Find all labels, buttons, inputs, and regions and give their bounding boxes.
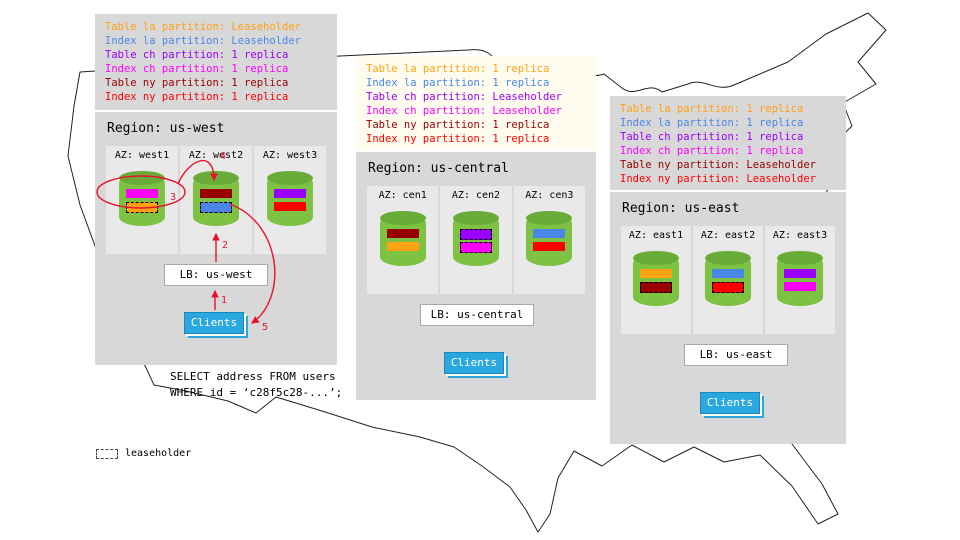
legend-entry: Table ch partition: 1 replica <box>620 131 804 143</box>
region-title: Region: us-central <box>368 161 509 176</box>
az-label: AZ: west1 <box>114 150 170 161</box>
az-west1: AZ: west1 <box>106 146 178 254</box>
database-node <box>119 171 165 226</box>
partition-bar <box>640 269 672 278</box>
legend-entry: Table ny partition: 1 replica <box>366 119 550 131</box>
az-row-west: AZ: west1 AZ: west2 AZ: west3 <box>106 146 326 254</box>
legend-entry: Table la partition: Leaseholder <box>105 21 301 33</box>
az-cen1: AZ: cen1 <box>367 186 439 294</box>
partition-bar <box>274 189 306 198</box>
database-node <box>705 251 751 306</box>
clients-box-us-east: Clients <box>700 392 760 414</box>
az-cen2: AZ: cen2 <box>440 186 512 294</box>
partition-bar <box>712 269 744 278</box>
legend-entry: Table la partition: 1 replica <box>620 103 804 115</box>
partition-bar <box>386 229 419 238</box>
sql-query-line2: WHERE id = ‘c28f5c28-...’; <box>170 386 343 399</box>
partition-bar <box>712 282 744 293</box>
load-balancer-us-central: LB: us-central <box>420 304 534 326</box>
legend-entry: Table ch partition: Leaseholder <box>366 91 562 103</box>
leaseholder-swatch-icon <box>96 448 118 459</box>
region-us-central: Region: us-central AZ: cen1 AZ: cen2 AZ:… <box>356 152 596 400</box>
legend-central: Table la partition: 1 replica Index la p… <box>356 56 596 150</box>
legend-entry: Index ch partition: 1 replica <box>620 145 804 157</box>
legend-entry: Index ch partition: Leaseholder <box>366 105 562 117</box>
clients-box-us-central: Clients <box>444 352 504 374</box>
az-label: AZ: east2 <box>700 230 756 241</box>
load-balancer-us-west: LB: us-west <box>164 264 268 286</box>
region-title: Region: us-east <box>622 201 740 216</box>
partition-bar <box>533 229 566 238</box>
az-row-east: AZ: east1 AZ: east2 AZ: east3 <box>621 226 835 334</box>
legend-entry: Index la partition: Leaseholder <box>105 35 301 47</box>
legend-entry: Table ny partition: Leaseholder <box>620 159 816 171</box>
load-balancer-us-east: LB: us-east <box>684 344 788 366</box>
az-label: AZ: east1 <box>628 230 684 241</box>
leaseholder-key: leaseholder <box>96 448 191 459</box>
database-node <box>777 251 823 306</box>
region-title: Region: us-west <box>107 121 225 136</box>
az-label: AZ: cen3 <box>525 190 574 201</box>
legend-east: Table la partition: 1 replica Index la p… <box>610 96 846 190</box>
legend-entry: Index ny partition: Leaseholder <box>620 173 816 185</box>
leaseholder-key-label: leaseholder <box>125 448 192 459</box>
database-node <box>379 211 426 266</box>
partition-bar <box>126 202 158 213</box>
az-cen3: AZ: cen3 <box>513 186 585 294</box>
az-label: AZ: east3 <box>772 230 828 241</box>
database-node <box>193 171 239 226</box>
az-west2: AZ: west2 <box>180 146 252 254</box>
partition-bar <box>784 282 816 291</box>
partition-bar <box>459 229 492 240</box>
partition-bar <box>640 282 672 293</box>
region-us-west: Region: us-west AZ: west1 AZ: west2 AZ: … <box>95 112 337 365</box>
az-row-central: AZ: cen1 AZ: cen2 AZ: cen3 <box>367 186 585 294</box>
sql-query: SELECT address FROM users WHERE id = ‘c2… <box>170 369 342 401</box>
database-node <box>633 251 679 306</box>
clients-box-us-west: Clients <box>184 312 244 334</box>
sql-query-line1: SELECT address FROM users <box>170 370 336 383</box>
partition-bar <box>459 242 492 253</box>
partition-bar <box>386 242 419 251</box>
database-node <box>267 171 313 226</box>
database-node <box>452 211 499 266</box>
legend-entry: Table la partition: 1 replica <box>366 63 550 75</box>
region-us-east: Region: us-east AZ: east1 AZ: east2 AZ: … <box>610 192 846 444</box>
az-east3: AZ: east3 <box>765 226 835 334</box>
partition-bar <box>200 202 232 213</box>
legend-entry: Index ch partition: 1 replica <box>105 63 289 75</box>
legend-entry: Table ch partition: 1 replica <box>105 49 289 61</box>
partition-bar <box>126 189 158 198</box>
legend-entry: Index ny partition: 1 replica <box>105 91 289 103</box>
az-label: AZ: west2 <box>188 150 244 161</box>
legend-entry: Table ny partition: 1 replica <box>105 77 289 89</box>
partition-bar <box>784 269 816 278</box>
az-label: AZ: cen2 <box>451 190 501 201</box>
partition-bar <box>533 242 566 251</box>
legend-entry: Index la partition: 1 replica <box>620 117 804 129</box>
legend-entry: Index ny partition: 1 replica <box>366 133 550 145</box>
az-label: AZ: west3 <box>262 150 318 161</box>
legend-west: Table la partition: Leaseholder Index la… <box>95 14 337 110</box>
az-east1: AZ: east1 <box>621 226 691 334</box>
partition-bar <box>200 189 232 198</box>
az-label: AZ: cen1 <box>378 190 427 201</box>
legend-entry: Index la partition: 1 replica <box>366 77 550 89</box>
database-node <box>526 211 573 266</box>
az-east2: AZ: east2 <box>693 226 763 334</box>
az-west3: AZ: west3 <box>254 146 326 254</box>
partition-bar <box>274 202 306 211</box>
